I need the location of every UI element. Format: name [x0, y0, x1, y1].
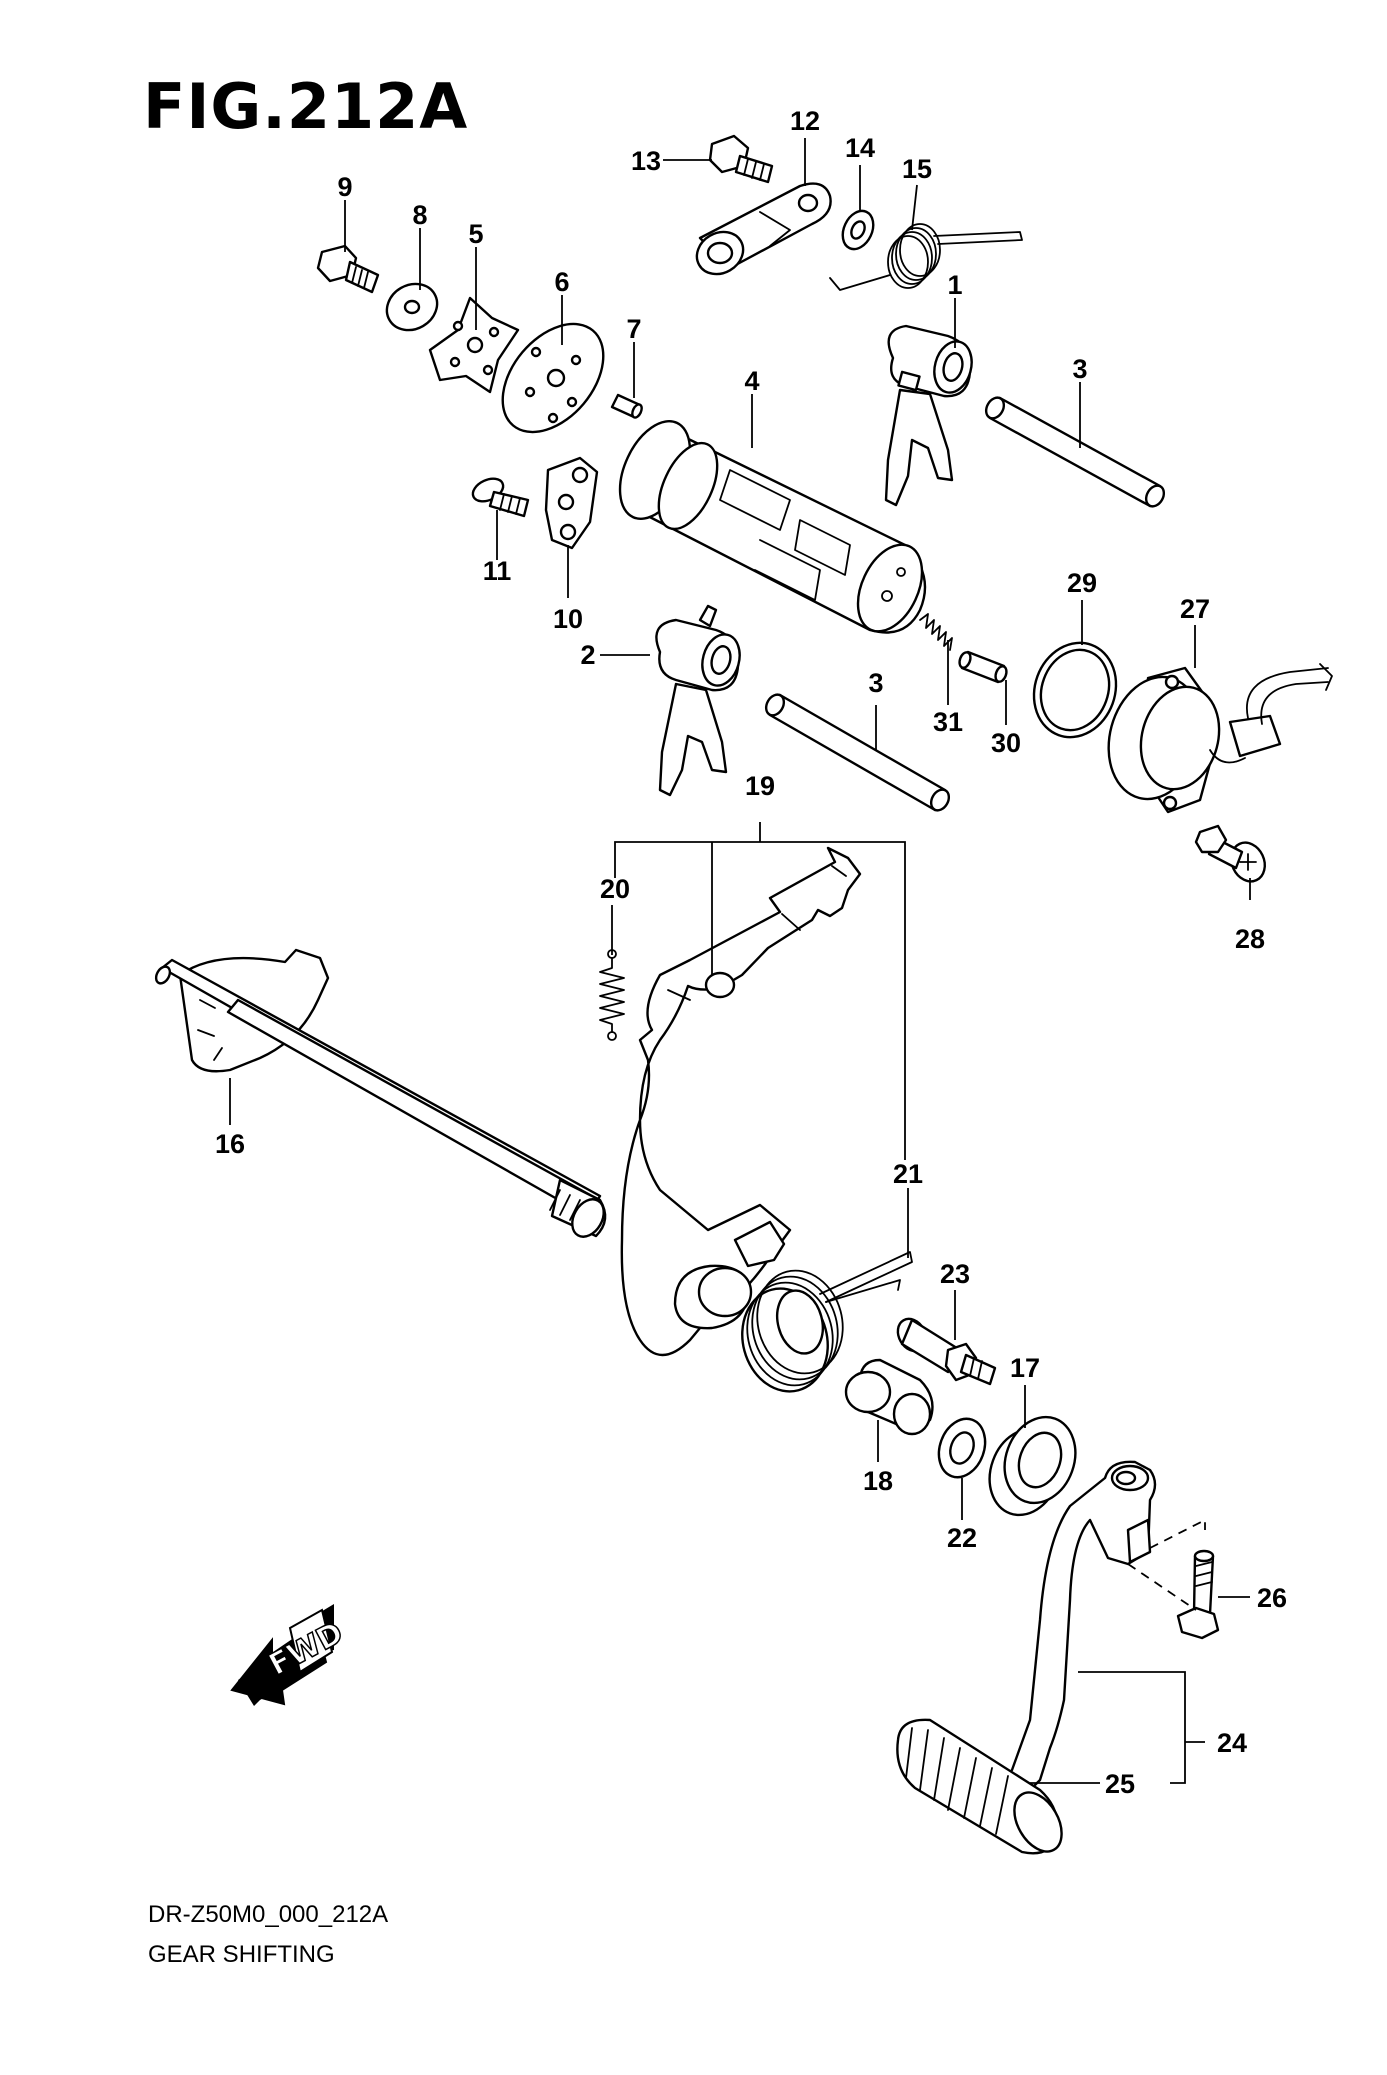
- part-23-bolt: [896, 1317, 997, 1386]
- callout-26: 26: [1257, 1583, 1287, 1613]
- part-29-o-ring: [1032, 641, 1118, 739]
- part-24-shift-lever: [986, 1460, 1157, 1814]
- callout-29: 29: [1067, 568, 1097, 598]
- callout-9: 9: [337, 172, 352, 202]
- part-26-bolt: [1176, 1549, 1220, 1640]
- callout-28: 28: [1235, 924, 1265, 954]
- part-30-neutral-pin: [958, 650, 1008, 684]
- part-12-arm: [695, 182, 832, 276]
- lever-alignment-line: [1149, 1518, 1206, 1549]
- callout-23: 23: [940, 1259, 970, 1289]
- callout-5: 5: [468, 219, 483, 249]
- part-15-spring: [829, 223, 1023, 291]
- part-4-shift-cam: [618, 419, 927, 634]
- callout-17: 17: [1010, 1353, 1040, 1383]
- callout-18: 18: [863, 1466, 893, 1496]
- callout-2: 2: [580, 640, 595, 670]
- part-2-shift-fork: [655, 604, 741, 797]
- callout-13: 13: [631, 146, 661, 176]
- callout-15: 15: [902, 154, 932, 184]
- callout-6: 6: [554, 267, 569, 297]
- part-5-stopper-plate: [428, 296, 520, 394]
- figure-caption: GEAR SHIFTING: [148, 1941, 335, 1968]
- callout-11: 11: [483, 556, 512, 586]
- callout-16: 16: [215, 1129, 245, 1159]
- part-3-lower-shaft: [764, 693, 951, 812]
- part-16-shift-shaft: [154, 948, 607, 1238]
- callout-24: 24: [1217, 1728, 1247, 1758]
- part-1-shift-fork: [884, 324, 973, 507]
- part-11-screw: [471, 477, 530, 518]
- callout-27: 27: [1180, 594, 1210, 624]
- part-17-oil-seal: [988, 1415, 1077, 1517]
- figure-title: FIG.212A: [143, 70, 468, 143]
- callout-8: 8: [412, 200, 427, 230]
- part-31-spring: [919, 613, 953, 651]
- leader-lines: [229, 138, 1251, 1784]
- part-3-upper-shaft: [984, 396, 1166, 508]
- part-18-collar: [844, 1358, 934, 1436]
- part-22-washer: [937, 1417, 987, 1479]
- fwd-arrow-icon: FWD: [230, 1604, 350, 1706]
- lever-alignment-line-lower: [1127, 1563, 1197, 1611]
- part-9-bolt: [316, 244, 380, 294]
- callout-25: 25: [1105, 1769, 1135, 1799]
- callout-12: 12: [790, 106, 820, 136]
- callout-20: 20: [600, 874, 630, 904]
- part-25-lever-rubber: [896, 1718, 1063, 1855]
- callout-4: 4: [744, 366, 759, 396]
- part-19-shift-arm: [620, 846, 862, 1357]
- callout-3-lower: 3: [868, 668, 883, 698]
- callout-7: 7: [626, 314, 641, 344]
- part-6-pin-plate: [501, 322, 605, 434]
- figure-code: DR-Z50M0_000_212A: [148, 1901, 388, 1928]
- part-10-plate: [544, 456, 599, 550]
- part-28-screw: [1194, 824, 1266, 883]
- part-20-spring: [599, 949, 625, 1041]
- callout-3-upper: 3: [1072, 354, 1087, 384]
- callout-14: 14: [845, 133, 875, 163]
- callout-labels: 1 2 3 3 4 5 6 7 8 9 10 11 12 13 14 15 16…: [215, 106, 1287, 1799]
- callout-22: 22: [947, 1523, 977, 1553]
- part-8-washer: [385, 282, 439, 332]
- part-27-neutral-switch: [1107, 663, 1333, 814]
- part-7-pin: [610, 393, 643, 419]
- callout-1: 1: [947, 270, 962, 300]
- part-14-washer: [841, 209, 875, 251]
- callout-31: 31: [933, 707, 963, 737]
- part-21-return-spring: [741, 1251, 913, 1393]
- callout-19: 19: [745, 771, 775, 801]
- callout-30: 30: [991, 728, 1021, 758]
- callout-21: 21: [893, 1159, 923, 1189]
- callout-10: 10: [553, 604, 583, 634]
- part-13-bolt: [708, 134, 774, 184]
